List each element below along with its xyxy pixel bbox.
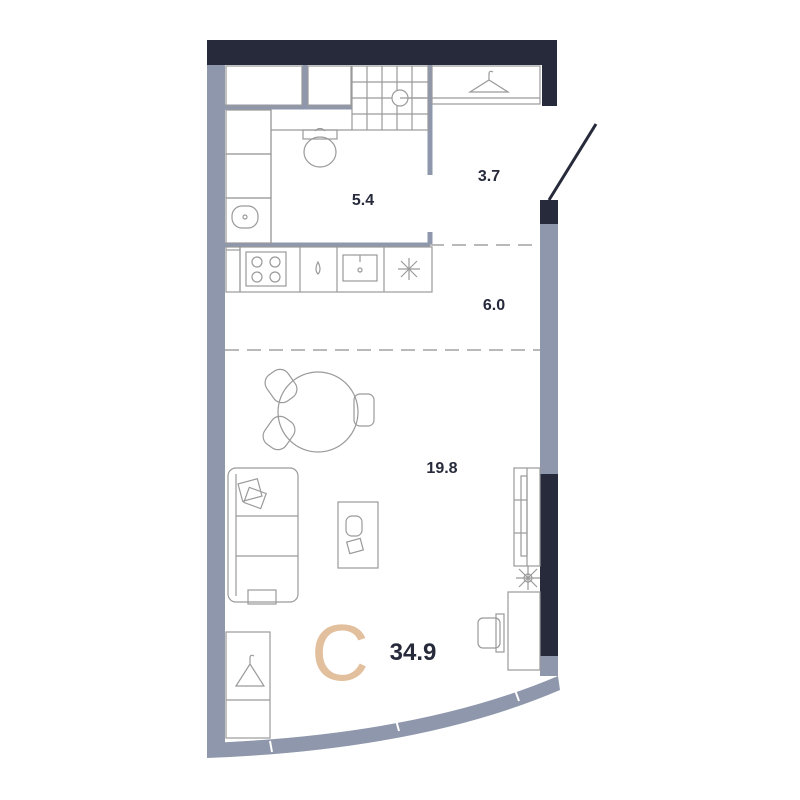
window-mullion-1 — [269, 740, 273, 753]
left-window-wall — [207, 65, 225, 750]
bathroom-cabinet — [225, 109, 272, 155]
desk-chair — [477, 617, 501, 649]
dining-chair — [262, 415, 296, 451]
toilet-tank — [302, 129, 338, 140]
closet — [225, 631, 271, 739]
bottom-curved-window — [207, 676, 560, 758]
storage-cabinet — [225, 65, 303, 107]
sofa-pillow — [237, 477, 263, 503]
apartment-type-letter: C — [311, 608, 369, 697]
living-area-label: 19.8 — [426, 460, 457, 477]
bathroom-area-label: 5.4 — [352, 192, 374, 209]
top-right-wall — [542, 40, 557, 106]
toilet-icon — [303, 136, 337, 168]
sofa-pillow — [243, 486, 267, 510]
right-wall-dark — [540, 474, 558, 656]
desk — [507, 591, 541, 671]
entrance-door — [547, 123, 598, 201]
right-window-lower — [540, 656, 558, 676]
total-area-label: 34.9 — [390, 639, 437, 666]
dining-table — [277, 371, 359, 453]
dining-chair — [353, 393, 375, 427]
sink-icon — [231, 205, 259, 229]
dining-chair — [264, 368, 298, 404]
kitchen-area-label: 6.0 — [483, 297, 505, 314]
dishwasher-icon — [315, 260, 321, 275]
right-window-upper — [540, 224, 558, 474]
hallway-area-label: 3.7 — [478, 168, 500, 185]
bathroom-cabinet — [225, 153, 272, 199]
fridge-snowflake-icon — [398, 258, 420, 280]
closet-hanger-icon — [234, 654, 266, 687]
hanger-icon — [467, 70, 511, 93]
left-wall-top-stub — [207, 40, 225, 65]
coffee-table — [337, 501, 379, 569]
interior-walls — [225, 65, 433, 248]
stove-icon — [245, 251, 287, 287]
plant-icon — [516, 566, 540, 590]
window-mullion-3 — [514, 689, 520, 702]
window-mullion-2 — [395, 719, 400, 732]
top-wall — [207, 40, 557, 65]
sofa-footrest — [247, 589, 277, 605]
right-wall-stub — [540, 200, 558, 224]
storage-cabinet — [307, 65, 352, 107]
sofa — [227, 467, 299, 603]
wardrobe — [431, 65, 541, 105]
